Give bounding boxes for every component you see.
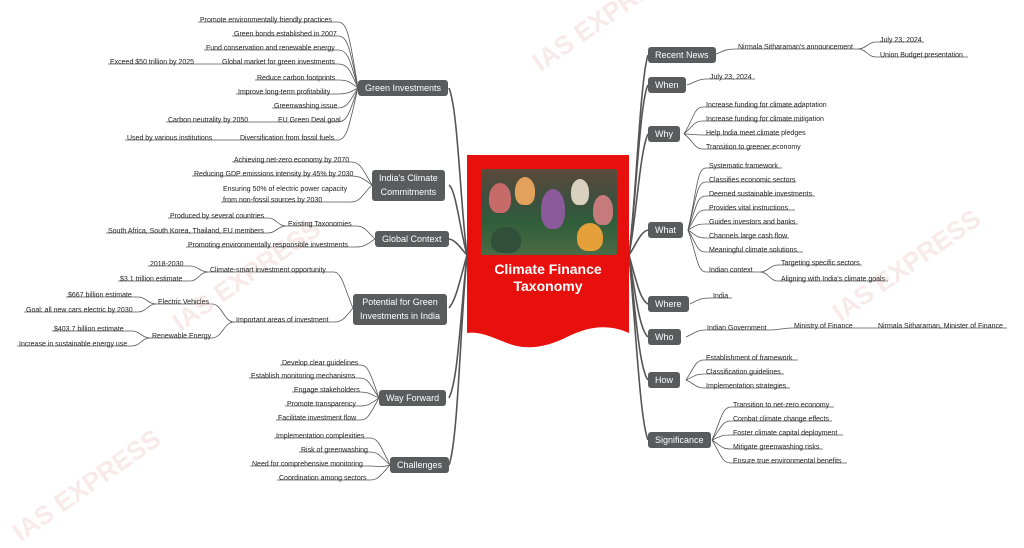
hub-who[interactable]: Who	[648, 329, 681, 345]
node-minister[interactable]: Nirmala Sitharaman, Minister of Finance	[878, 323, 1003, 330]
node-green-7[interactable]: Greenwashing issue	[274, 103, 338, 110]
node-why-3[interactable]: Help India meet climate pledges	[706, 130, 806, 137]
hub-climate-commitments[interactable]: India's Climate Commitments	[372, 170, 445, 201]
node-how-3[interactable]: Implementation strategies	[706, 383, 787, 390]
node-what-7[interactable]: Meaningful climate solutions	[709, 247, 797, 254]
node-re-use[interactable]: Increase in sustainable energy use	[19, 341, 128, 348]
node-way-4[interactable]: Promote transparency	[287, 401, 356, 408]
node-when-value[interactable]: July 23, 2024	[710, 74, 752, 81]
node-significance-3[interactable]: Foster climate capital deployment	[733, 430, 838, 437]
hub-recent-news[interactable]: Recent News	[648, 47, 716, 63]
commitments-label-line-2: Commitments	[380, 187, 437, 197]
node-what-2[interactable]: Classifies economic sectors	[709, 177, 796, 184]
node-existing-taxonomies[interactable]: Existing Taxonomies	[288, 221, 352, 228]
node-produced[interactable]: Produced by several countries	[170, 213, 265, 220]
node-green-1[interactable]: Promote environmentally friendly practic…	[200, 17, 332, 24]
hub-green-investments[interactable]: Green Investments	[358, 80, 449, 96]
node-renewable-energy[interactable]: Renewable Energy	[152, 333, 212, 340]
node-union-budget[interactable]: Union Budget presentation	[880, 52, 963, 59]
node-electric-vehicles[interactable]: Electric Vehicles	[158, 299, 209, 306]
node-green-3[interactable]: Fund conservation and renewable energy	[206, 45, 335, 52]
node-green-8[interactable]: EU Green Deal goal	[278, 117, 341, 124]
hub-what[interactable]: What	[648, 222, 684, 238]
node-commitment-2[interactable]: Reducing GDP emissions intensity by 45% …	[194, 171, 354, 178]
node-indian-context-2[interactable]: Aligning with India's climate goals	[781, 276, 886, 283]
node-why-1[interactable]: Increase funding for climate adaptation	[706, 102, 827, 109]
node-what-5[interactable]: Guides investors and banks	[709, 219, 796, 226]
hub-why[interactable]: Why	[648, 126, 680, 142]
node-green-4[interactable]: Global market for green investments	[222, 59, 335, 66]
commitment-3-line-1: Ensuring 50% of electric power capacity	[223, 186, 348, 193]
node-way-1[interactable]: Develop clear guidelines	[282, 360, 359, 367]
node-challenge-2[interactable]: Risk of greenwashing	[301, 447, 368, 454]
node-how-1[interactable]: Establishment of framework	[706, 355, 793, 362]
potential-label-line-2: Investments in India	[360, 311, 441, 321]
node-challenge-3[interactable]: Need for comprehensive monitoring	[252, 461, 363, 468]
parliament-photo	[481, 169, 617, 255]
hub-challenges[interactable]: Challenges	[390, 457, 450, 473]
node-ministry-of-finance[interactable]: Ministry of Finance	[794, 323, 853, 330]
node-eu-sub[interactable]: Carbon neutrality by 2050	[168, 117, 249, 124]
hub-significance[interactable]: Significance	[648, 432, 711, 448]
commitments-label-line-1: India's Climate	[379, 173, 438, 183]
central-topic[interactable]: Climate Finance Taxonomy	[467, 155, 629, 355]
node-significance-2[interactable]: Combat climate change effects	[733, 416, 829, 423]
node-way-3[interactable]: Engage stakeholders	[294, 387, 360, 394]
node-global-market-sub[interactable]: Exceed $50 trillion by 2025	[110, 59, 195, 66]
node-ev-goal[interactable]: Goal: all new cars electric by 2030	[26, 307, 133, 314]
node-significance-4[interactable]: Mitigate greenwashing risks	[733, 444, 820, 451]
node-opportunity[interactable]: Climate-smart investment opportunity	[210, 267, 326, 274]
commitment-3-line-2: from non-fossil sources by 2030	[223, 197, 323, 204]
node-commitment-3[interactable]: Ensuring 50% of electric power capacity …	[223, 185, 347, 205]
hub-how[interactable]: How	[648, 372, 681, 388]
hub-way-forward[interactable]: Way Forward	[379, 390, 447, 406]
hub-when[interactable]: When	[648, 77, 686, 93]
node-indian-context[interactable]: Indian context	[709, 267, 753, 274]
node-where-value[interactable]: India	[713, 293, 729, 300]
node-what-3[interactable]: Deemed sustainable investments	[709, 191, 813, 198]
node-ev-estimate[interactable]: $667 billion estimate	[68, 292, 132, 299]
node-green-6[interactable]: Improve long-term profitability	[238, 89, 331, 96]
hub-potential[interactable]: Potential for Green Investments in India	[353, 294, 448, 325]
node-announcement[interactable]: Nirmala Sitharaman's announcement	[738, 44, 853, 51]
node-way-5[interactable]: Facilitate investment flow	[278, 415, 357, 422]
potential-label-line-1: Potential for Green	[362, 297, 438, 307]
node-challenge-4[interactable]: Coordination among sectors	[279, 475, 367, 482]
node-countries[interactable]: South Africa, South Korea, Thailand, EU …	[108, 228, 264, 235]
node-date[interactable]: July 23, 2024	[880, 37, 922, 44]
node-green-2[interactable]: Green bonds established in 2007	[234, 31, 337, 38]
hub-global-context[interactable]: Global Context	[375, 231, 449, 247]
central-topic-title: Climate Finance Taxonomy	[467, 261, 629, 295]
node-significance-5[interactable]: Ensure true environmental benefits	[733, 458, 842, 465]
node-what-6[interactable]: Channels large cash flow	[709, 233, 788, 240]
node-estimate[interactable]: $3.1 trillion estimate	[120, 276, 183, 283]
node-challenge-1[interactable]: Implementation complexities	[276, 433, 365, 440]
node-green-5[interactable]: Reduce carbon footprints	[257, 75, 336, 82]
node-diversification-sub[interactable]: Used by various institutions	[127, 135, 213, 142]
node-what-4[interactable]: Provides vital instructions	[709, 205, 788, 212]
connector-lines	[17, 21, 1007, 481]
node-what-1[interactable]: Systematic framework	[709, 163, 778, 170]
node-re-estimate[interactable]: $403.7 billion estimate	[54, 326, 124, 333]
central-title-line-1: Climate Finance	[494, 261, 602, 277]
node-way-2[interactable]: Establish monitoring mechanisms	[251, 373, 356, 380]
node-years[interactable]: 2018-2030	[150, 261, 184, 268]
node-why-4[interactable]: Transition to greener economy	[706, 144, 801, 151]
node-promoting[interactable]: Promoting environmentally responsible in…	[188, 242, 348, 249]
node-green-9[interactable]: Diversification from fossil fuels	[240, 135, 335, 142]
node-indian-government[interactable]: Indian Government	[707, 325, 767, 332]
node-why-2[interactable]: Increase funding for climate mitigation	[706, 116, 824, 123]
node-important-areas[interactable]: Important areas of investment	[236, 317, 329, 324]
node-indian-context-1[interactable]: Targeting specific sectors	[781, 260, 860, 267]
central-title-line-2: Taxonomy	[513, 278, 583, 294]
node-how-2[interactable]: Classification guidelines	[706, 369, 781, 376]
node-commitment-1[interactable]: Achieving net-zero economy by 2070	[234, 157, 350, 164]
hub-where[interactable]: Where	[648, 296, 689, 312]
node-significance-1[interactable]: Transition to net-zero economy	[733, 402, 830, 409]
